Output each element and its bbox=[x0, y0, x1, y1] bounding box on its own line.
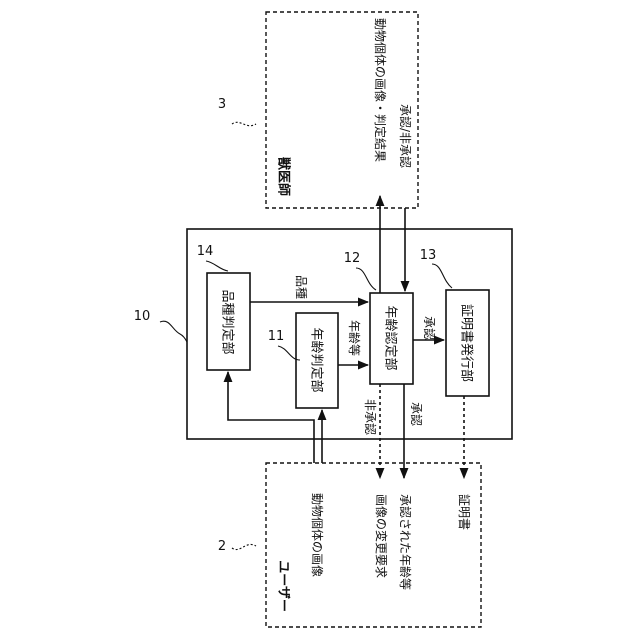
flow-age-etc-label: 年齢等 bbox=[347, 320, 362, 356]
flow-breed-label: 品種 bbox=[294, 275, 308, 299]
flow-approve-to-cert-label: 承認 bbox=[422, 316, 437, 340]
flow-approved-age-label: 承認された年齢等 bbox=[398, 494, 413, 590]
user-box bbox=[266, 463, 481, 627]
age-judge-label: 年齢判定部 bbox=[309, 327, 324, 392]
ref-user: 2 bbox=[218, 539, 226, 554]
user-label: ユーザー bbox=[276, 560, 291, 612]
ref-vet: 3 bbox=[218, 97, 226, 112]
flow-approve-label: 承認 bbox=[409, 402, 424, 426]
vet-label: 獣医師 bbox=[276, 157, 292, 196]
flow-user-image-label: 動物個体の画像 bbox=[310, 493, 324, 577]
ref-device: 10 bbox=[134, 309, 151, 324]
flow-change-request-label: 画像の変更要求 bbox=[374, 494, 389, 578]
ref-leader-14 bbox=[206, 261, 228, 271]
flow-non-approve-label: 非承認 bbox=[363, 399, 378, 435]
age-approve-label: 年齢認定部 bbox=[383, 305, 399, 370]
flow-to-vet-label: 動物個体の画像・判定結果 bbox=[373, 18, 388, 162]
ref-leader-3 bbox=[232, 122, 256, 125]
ref-leader-10 bbox=[160, 321, 187, 342]
ref-age-judge: 11 bbox=[268, 329, 285, 344]
ref-leader-2 bbox=[232, 544, 256, 549]
ref-cert-issue: 13 bbox=[420, 248, 437, 263]
cert-issue-label: 証明書発行部 bbox=[459, 304, 474, 382]
flow-certificate-label: 証明書 bbox=[457, 494, 471, 530]
ref-age-approve: 12 bbox=[344, 251, 361, 266]
flow-from-vet-label: 承認/非承認 bbox=[398, 104, 413, 168]
ref-leader-13 bbox=[432, 264, 452, 288]
ref-breed-judge: 14 bbox=[197, 244, 214, 259]
ref-leader-12 bbox=[356, 268, 376, 290]
breed-judge-label: 品種判定部 bbox=[220, 289, 236, 354]
